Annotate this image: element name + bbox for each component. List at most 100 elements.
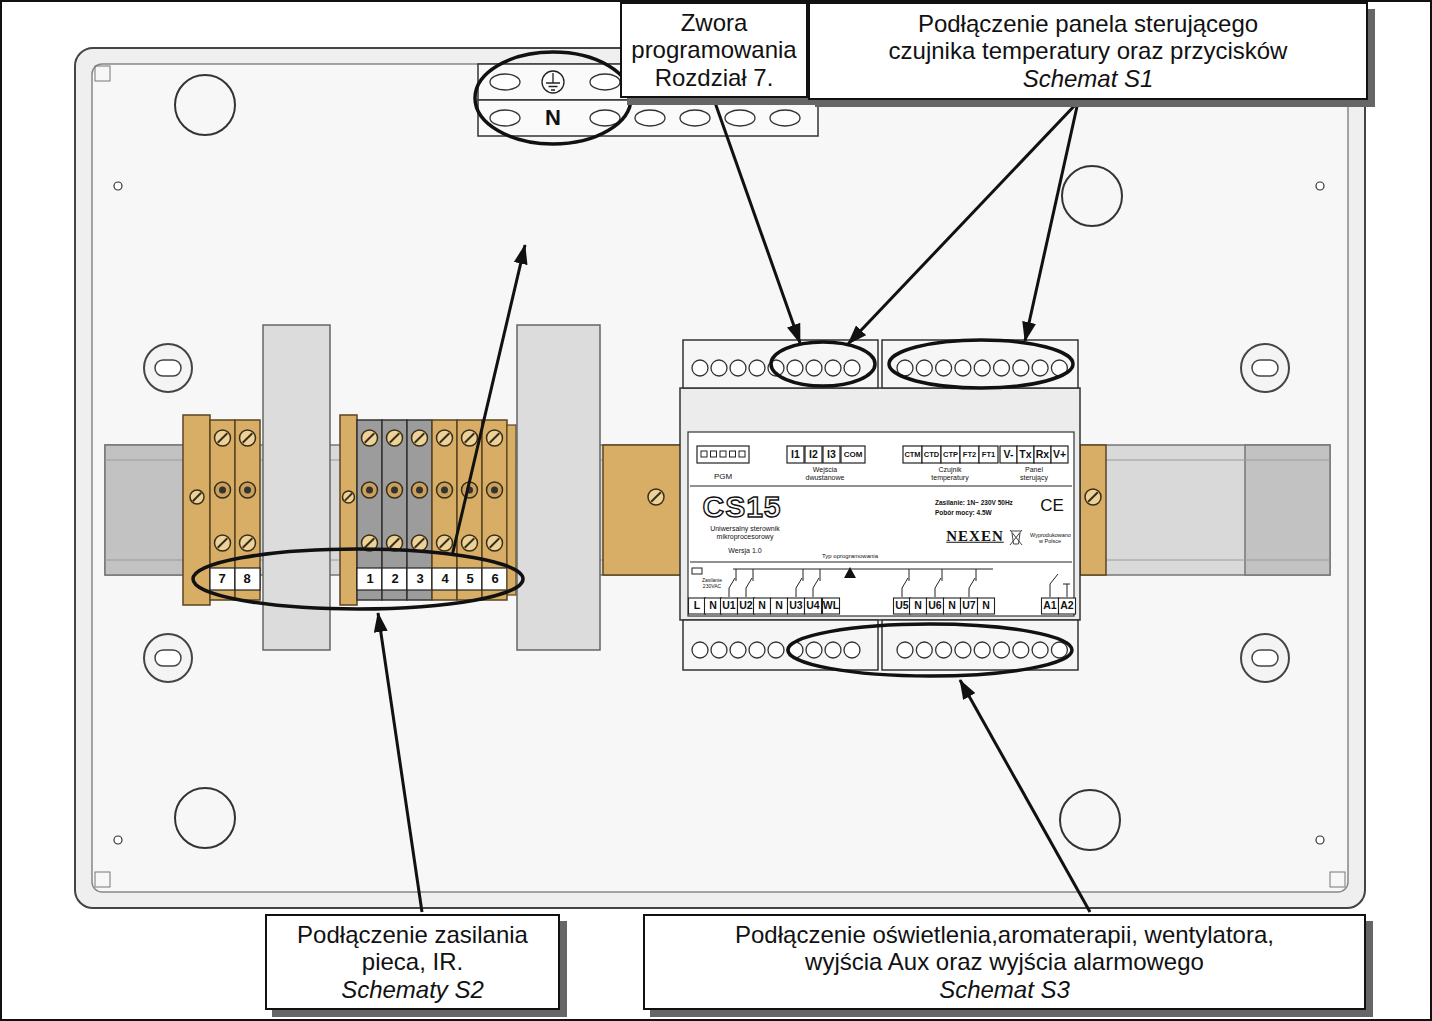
- callout-box: Zwora programowania Rozdział 7.: [620, 2, 808, 98]
- pin-cell: [961, 598, 978, 614]
- terminal-clamp-hole: [219, 487, 226, 494]
- relay-contact: [902, 569, 909, 597]
- callout-text: Podłączenie zasilania pieca, IR.: [288, 921, 538, 975]
- din-rail-end: [1245, 445, 1330, 575]
- screw-head: [190, 490, 204, 504]
- device-text: Wersja 1.0: [728, 547, 761, 555]
- enclosure-outer: [75, 48, 1365, 908]
- screw-head: [240, 430, 256, 446]
- screw-head: [648, 489, 664, 505]
- screw-slot: [345, 493, 352, 500]
- terminal-clamp: [487, 482, 503, 498]
- schema-reference: Schematy S2: [341, 976, 484, 1003]
- terminal-opening: [936, 642, 952, 658]
- terminal-opening: [994, 642, 1010, 658]
- terminal-clamp: [362, 482, 378, 498]
- pin-name: U6: [928, 600, 941, 612]
- terminal-number: 1: [366, 572, 373, 586]
- pin-name: V-: [1004, 449, 1014, 461]
- mount-slot: [1252, 360, 1278, 376]
- pin-name: U7: [962, 600, 975, 612]
- terminal-clamp-hole: [244, 487, 251, 494]
- device-text: Wyprodukowano w Polsce: [1030, 532, 1070, 544]
- screw-head: [412, 430, 428, 446]
- callout-box: Podłączenie panela sterującego czujnika …: [808, 2, 1368, 100]
- terminal-block: [235, 420, 260, 600]
- pin-cell: [979, 446, 998, 463]
- controller-label-panel: [688, 432, 1074, 616]
- terminal-clamp-hole: [441, 487, 448, 494]
- terminal-number: 8: [243, 572, 250, 586]
- terminal-opening: [1032, 360, 1048, 376]
- pin-name: CTM: [904, 451, 920, 459]
- terminal-clamp: [240, 482, 256, 498]
- screw-slot: [440, 433, 450, 443]
- terminal-opening: [787, 360, 803, 376]
- screw-head: [240, 535, 256, 551]
- highlight-ellipse: [475, 52, 631, 144]
- pin-cell: [721, 598, 738, 614]
- terminal-opening: [897, 642, 913, 658]
- screw-slot: [218, 433, 228, 443]
- screw-hole: [1316, 836, 1324, 844]
- pin-cell: [738, 598, 755, 614]
- fuse-symbol: [692, 568, 702, 574]
- pgm-pin: [711, 451, 717, 457]
- pin-cell: [787, 446, 804, 463]
- terminal-block: [382, 420, 407, 600]
- pin-name: COM: [844, 451, 863, 460]
- terminal-opening: [730, 360, 746, 376]
- screw-head: [1085, 489, 1101, 505]
- brand-name: NEXEN: [946, 528, 1004, 545]
- pin-name: Rx: [1036, 449, 1049, 461]
- screw-slot: [651, 492, 661, 502]
- screw-slot: [193, 493, 201, 501]
- weee-bin-icon: [1010, 530, 1022, 545]
- terminal-opening: [749, 642, 765, 658]
- screw-slot: [415, 433, 425, 443]
- device-text: Uniwersalny sterownik mikroprocesorowy: [703, 525, 787, 540]
- terminal-block: [432, 420, 457, 600]
- pin-name: U3: [789, 600, 802, 612]
- terminal-marker: [457, 568, 482, 590]
- leader-arrow: [960, 680, 1090, 912]
- terminal-opening: [825, 360, 841, 376]
- terminal-opening: [916, 360, 932, 376]
- callout-text: Podłączenie oświetlenia,aromaterapii, we…: [725, 921, 1285, 975]
- terminal-marker: [432, 568, 457, 590]
- screw-slot: [490, 538, 500, 548]
- screw-slot: [390, 433, 400, 443]
- terminal-number: 2: [391, 572, 398, 586]
- terminal-marker: [235, 568, 260, 590]
- corner-tab: [95, 66, 110, 81]
- terminal-opening: [994, 360, 1010, 376]
- internal-bus: [733, 569, 993, 570]
- rail-clip: [603, 445, 682, 575]
- highlight-ellipse: [788, 624, 1072, 676]
- pin-cell: [903, 446, 922, 463]
- terminal-block: [357, 420, 382, 600]
- pin-name: WL: [823, 600, 839, 612]
- leader-arrow: [452, 245, 525, 556]
- terminal-clamp: [387, 482, 403, 498]
- screw-head: [462, 535, 478, 551]
- screw-slot: [243, 433, 253, 443]
- terminal-marker: [407, 568, 432, 590]
- mount-boss: [1241, 344, 1289, 392]
- highlight-ellipse: [771, 342, 875, 386]
- pin-name: CTP: [943, 451, 958, 459]
- terminal-opening: [768, 642, 784, 658]
- terminal-marker: [382, 568, 407, 590]
- pin-cell: [1034, 446, 1051, 463]
- screw-slot: [365, 433, 375, 443]
- terminal-opening: [692, 642, 708, 658]
- n-bar: [478, 100, 818, 136]
- bar-slot: [590, 74, 620, 90]
- terminal-number: 6: [491, 572, 498, 586]
- bar-slot: [635, 110, 665, 126]
- pgm-pin: [720, 451, 726, 457]
- pin-name: U5: [895, 600, 908, 612]
- bar-slot: [770, 110, 800, 126]
- screw-head: [412, 535, 428, 551]
